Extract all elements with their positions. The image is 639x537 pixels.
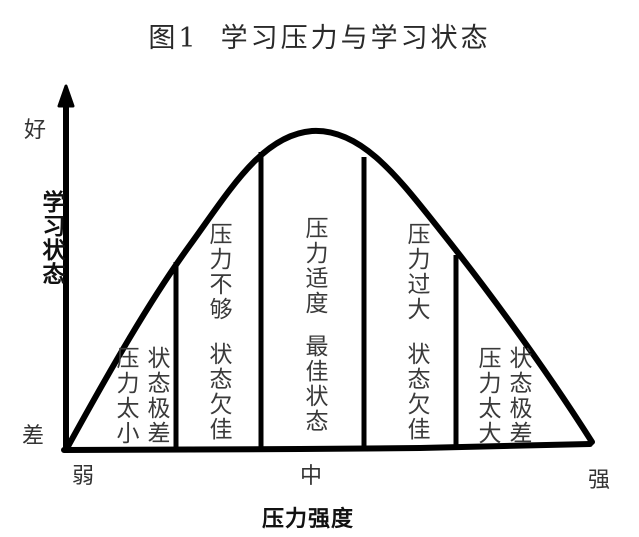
x-axis-line [61, 441, 593, 453]
region-3-state-label: 最佳状态 [301, 334, 327, 434]
region-3-pressure-label: 压力适度 [301, 216, 327, 316]
region-1-pressure-label: 压力太小 [112, 346, 138, 446]
figure-label: 图1 [148, 23, 199, 54]
region-1-state-label: 状态极差 [143, 346, 169, 446]
y-axis-arrow-icon [57, 84, 75, 108]
figure-title-text: 学习压力与学习状态 [220, 23, 491, 54]
x-axis-left-label: 弱 [72, 464, 95, 489]
region-5-state-label: 状态极差 [505, 346, 531, 446]
x-axis-middle-label: 中 [300, 464, 323, 489]
region-2-state-label: 状态欠佳 [205, 342, 231, 442]
x-axis-title: 压力强度 [262, 507, 355, 532]
y-axis-title: 学习状态 [38, 190, 64, 286]
y-axis-bottom-label: 差 [22, 424, 45, 449]
x-axis-right-label: 强 [588, 468, 611, 493]
y-axis-top-label: 好 [24, 118, 47, 143]
region-5-pressure-label: 压力太大 [474, 346, 500, 446]
region-2-pressure-label: 压力不够 [205, 222, 231, 322]
figure-title: 图1 学习压力与学习状态 [0, 16, 639, 55]
region-4-pressure-label: 压力过大 [403, 222, 429, 322]
learning-state-curve [63, 127, 595, 453]
region-4-state-label: 状态欠佳 [403, 342, 429, 442]
